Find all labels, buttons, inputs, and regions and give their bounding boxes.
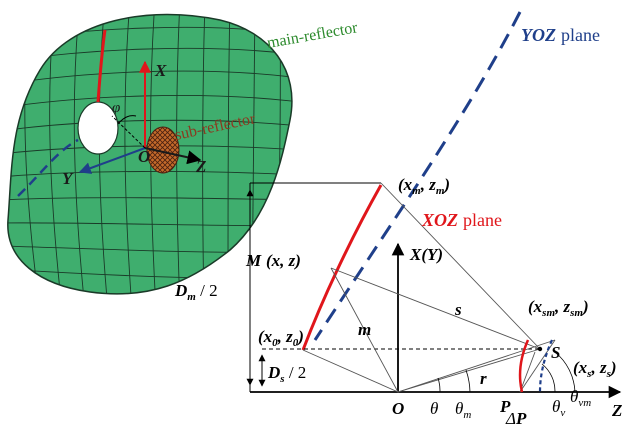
label-point-x0-z0: (x0, z0) — [258, 327, 304, 349]
reflector-xoz-curve — [96, 29, 107, 103]
label-delta-P: ΔP — [505, 409, 527, 424]
label-origin-3d: O — [138, 147, 150, 166]
point-s-dot — [537, 346, 543, 352]
xoz-curve — [301, 184, 383, 351]
arc-theta-m — [465, 369, 471, 393]
label-point-P: P — [499, 397, 511, 416]
reflector-yoz-curve — [17, 138, 79, 197]
label-z-3d: Z — [195, 157, 206, 176]
label-theta-vm: θvm — [570, 387, 591, 409]
label-main-reflector: main-reflector — [266, 19, 360, 52]
label-dm-half: Dm / 2 — [174, 281, 218, 303]
sub-reflector-yoz-arc — [538, 339, 554, 393]
arc-theta — [437, 377, 441, 393]
label-point-S: S — [551, 343, 560, 362]
label-point-xm-zm: (xm, zm) — [398, 175, 450, 197]
label-phi: φ — [112, 100, 120, 116]
axis-y-3d — [78, 147, 146, 174]
axis-z-3d — [144, 147, 202, 165]
label-axis-z: Z — [611, 401, 622, 420]
label-y-3d: Y — [62, 169, 74, 188]
label-point-xsm-zsm: (xsm, zsm) — [528, 297, 589, 319]
sub-reflector-xoz-arc — [518, 339, 530, 393]
arc-theta-v — [541, 363, 556, 393]
ray-lines — [302, 182, 556, 393]
label-axis-xy: X(Y) — [409, 245, 443, 264]
label-origin-2d: O — [392, 399, 404, 418]
label-ds-half: Ds / 2 — [267, 363, 306, 385]
label-point-S-coords: (xs, zs) — [573, 358, 617, 380]
yoz-curve — [313, 11, 522, 341]
label-theta: θ — [430, 399, 438, 418]
label-theta-m: θm — [455, 399, 471, 421]
label-r: r — [480, 369, 487, 388]
label-s: s — [454, 300, 462, 319]
label-point-M-coords: (x, z) — [266, 251, 301, 270]
label-x-3d: X — [154, 61, 167, 80]
arc-theta-vm — [554, 351, 576, 393]
label-theta-v: θv — [552, 397, 565, 419]
label-m: m — [358, 320, 371, 339]
axes-3d — [78, 60, 202, 174]
label-point-M: M — [245, 251, 262, 270]
sub-reflector-shape — [146, 126, 180, 174]
